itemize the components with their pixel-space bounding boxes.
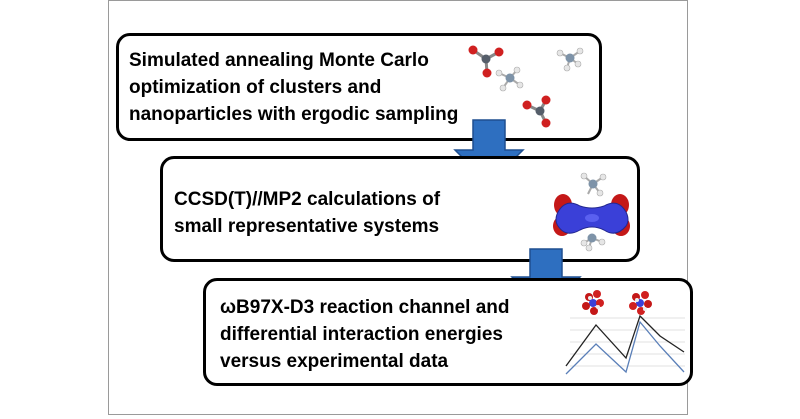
- step-1-text: Simulated annealing Monte Carlo optimiza…: [129, 47, 458, 128]
- molecule-ammonium-icon: [556, 47, 584, 72]
- step-3-text: ωB97X-D3 reaction channel and differenti…: [220, 294, 510, 375]
- step-1-box: Simulated annealing Monte Carlo optimiza…: [116, 33, 602, 141]
- cluster-right-icon: [629, 291, 652, 315]
- step-1-line-3: nanoparticles with ergodic sampling: [129, 104, 459, 125]
- step-2-line-2: small representative systems: [174, 216, 440, 237]
- step-3-line-3: versus experimental data: [220, 351, 449, 372]
- step-3-line-1: ωB97X-D3 reaction channel and: [220, 297, 510, 318]
- step-3-box: ωB97X-D3 reaction channel and differenti…: [203, 278, 693, 386]
- step-1-line-1: Simulated annealing Monte Carlo: [129, 50, 429, 71]
- molecule-carbonate-icon: [468, 45, 504, 78]
- molecule-ammonium-icon: [495, 66, 524, 92]
- step-1-line-2: optimization of clusters and: [129, 77, 382, 98]
- step-2-line-1: CCSD(T)//MP2 calculations of: [174, 189, 441, 210]
- step-3-line-2: differential interaction energies: [220, 324, 503, 345]
- cluster-left-icon: [582, 290, 604, 315]
- step-2-text: CCSD(T)//MP2 calculations of small repre…: [174, 186, 440, 240]
- molecule-carbonate-icon: [522, 95, 551, 128]
